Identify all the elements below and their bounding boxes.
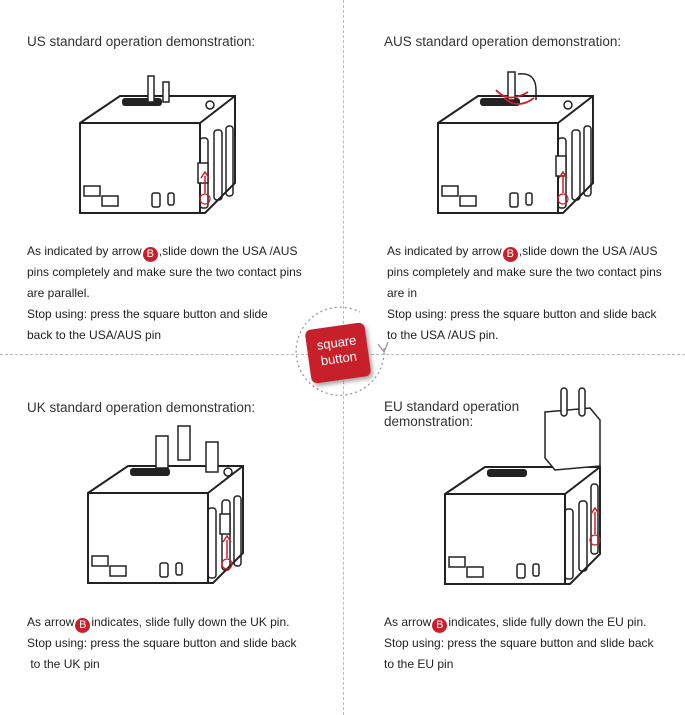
us-line-3: are parallel. (27, 286, 90, 300)
eu-line-1b: indicates, slide fully down the EU pin. (448, 615, 647, 629)
eu-title-line2: demonstration: (384, 414, 474, 429)
aus-adapter-illustration (437, 71, 594, 214)
uk-line-2: Stop using: press the square button and … (27, 636, 297, 650)
arrow-b-badge: B (502, 247, 518, 262)
aus-line-4: Stop using: press the square button and … (387, 307, 657, 321)
us-line-5: back to the USA/AUS pin (27, 328, 162, 342)
eu-adapter-illustration (444, 387, 601, 585)
uk-line-3: to the UK pin (27, 657, 100, 671)
square-button-callout: square button (290, 298, 398, 406)
arrow-b-badge: B (75, 618, 91, 633)
arrow-b-badge: B (142, 247, 158, 262)
arrow-b-badge: B (432, 618, 448, 633)
aus-line-5: to the USA /AUS pin. (387, 328, 499, 342)
uk-line-1a: As arrow (27, 615, 75, 629)
us-line-2: pins completely and make sure the two co… (27, 265, 302, 279)
us-panel-title: US standard operation demonstration: (27, 34, 256, 49)
dashed-circle-arrow (295, 306, 389, 396)
eu-line-1a: As arrow (384, 615, 432, 629)
eu-line-2: Stop using: press the square button and … (384, 636, 654, 650)
us-line-1a: As indicated by arrow (27, 244, 142, 258)
aus-line-3: are in (387, 286, 418, 300)
us-line-4: Stop using: press the square button and … (27, 307, 268, 321)
eu-line-3: to the EU pin (384, 657, 454, 671)
aus-panel-title: AUS standard operation demonstration: (384, 34, 622, 49)
uk-adapter-illustration (87, 425, 244, 584)
uk-panel-title: UK standard operation demonstration: (27, 400, 256, 415)
square-button: square button (304, 322, 372, 384)
aus-line-2: pins completely and make sure the two co… (387, 265, 662, 279)
us-line-1b: ,slide down the USA /AUS (158, 244, 298, 258)
aus-line-1b: ,slide down the USA /AUS (518, 244, 658, 258)
eu-title-line1: EU standard operation (384, 399, 520, 414)
aus-line-1a: As indicated by arrow (387, 244, 502, 258)
us-adapter-illustration (79, 75, 236, 214)
eu-panel-title: EU standard operation demonstration: (384, 399, 519, 429)
uk-line-1b: indicates, slide fully down the UK pin. (91, 615, 290, 629)
